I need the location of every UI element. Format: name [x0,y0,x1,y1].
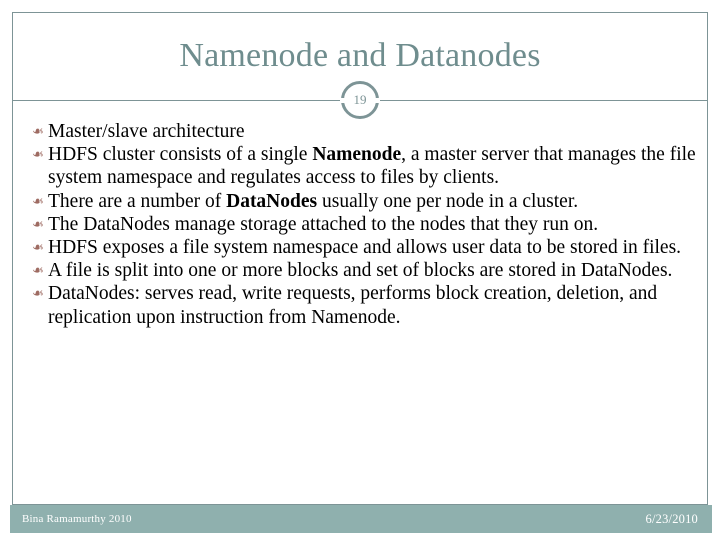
slide-number-text: 19 [353,92,367,107]
list-item-text: There are a number of DataNodes usually … [48,191,578,212]
text-run: usually one per node in a cluster. [317,190,579,212]
list-item: ❧Master/slave architecture [22,120,698,143]
slide-number-badge: 19 [340,81,380,119]
badge-notch-left [340,98,345,103]
bullet-glyph-icon: ❧ [32,216,44,233]
footer-date: 6/23/2010 [645,512,698,526]
text-run: HDFS cluster consists of a single [48,144,313,166]
list-item: ❧HDFS cluster consists of a single Namen… [22,143,698,189]
text-run: Master/slave architecture [48,121,245,142]
list-item: ❧The DataNodes manage storage attached t… [22,213,698,236]
list-item-text: The DataNodes manage storage attached to… [48,214,598,235]
text-run: A file is split into one or more blocks … [48,260,673,282]
text-run: DataNodes: serves read, write requests, … [48,283,658,328]
text-run: The DataNodes manage storage attached to… [48,213,599,235]
bullet-glyph-icon: ❧ [32,286,44,303]
bullet-list: ❧Master/slave architecture❧HDFS cluster … [22,120,698,329]
list-item-text: Master/slave architecture [48,121,245,142]
bullet-glyph-icon: ❧ [32,263,44,280]
emphasis-term: Namenode [312,144,402,166]
text-run: HDFS exposes a file system namespace and… [48,237,682,259]
list-item: ❧HDFS exposes a file system namespace an… [22,236,698,259]
list-item-text: DataNodes: serves read, write requests, … [48,283,657,327]
bullet-glyph-icon: ❧ [32,147,44,164]
list-item-text: A file is split into one or more blocks … [48,260,672,281]
emphasis-term: DataNodes [226,190,318,212]
bullet-glyph-icon: ❧ [32,240,44,257]
text-run: There are a number of [48,190,227,212]
bullet-glyph-icon: ❧ [32,193,44,210]
list-item: ❧A file is split into one or more blocks… [22,259,698,282]
page-title: Namenode and Datanodes [179,37,541,74]
footer-author: Bina Ramamurthy 2010 [22,513,132,525]
badge-notch-right [375,98,380,103]
list-item-text: HDFS exposes a file system namespace and… [48,237,681,258]
list-item: ❧DataNodes: serves read, write requests,… [22,282,698,328]
footer-band [10,505,712,533]
list-item: ❧There are a number of DataNodes usually… [22,190,698,213]
list-item-text: HDFS cluster consists of a single Nameno… [48,144,696,188]
bullet-glyph-icon: ❧ [32,124,44,140]
text-run: , a master server that manages the file … [48,144,696,189]
